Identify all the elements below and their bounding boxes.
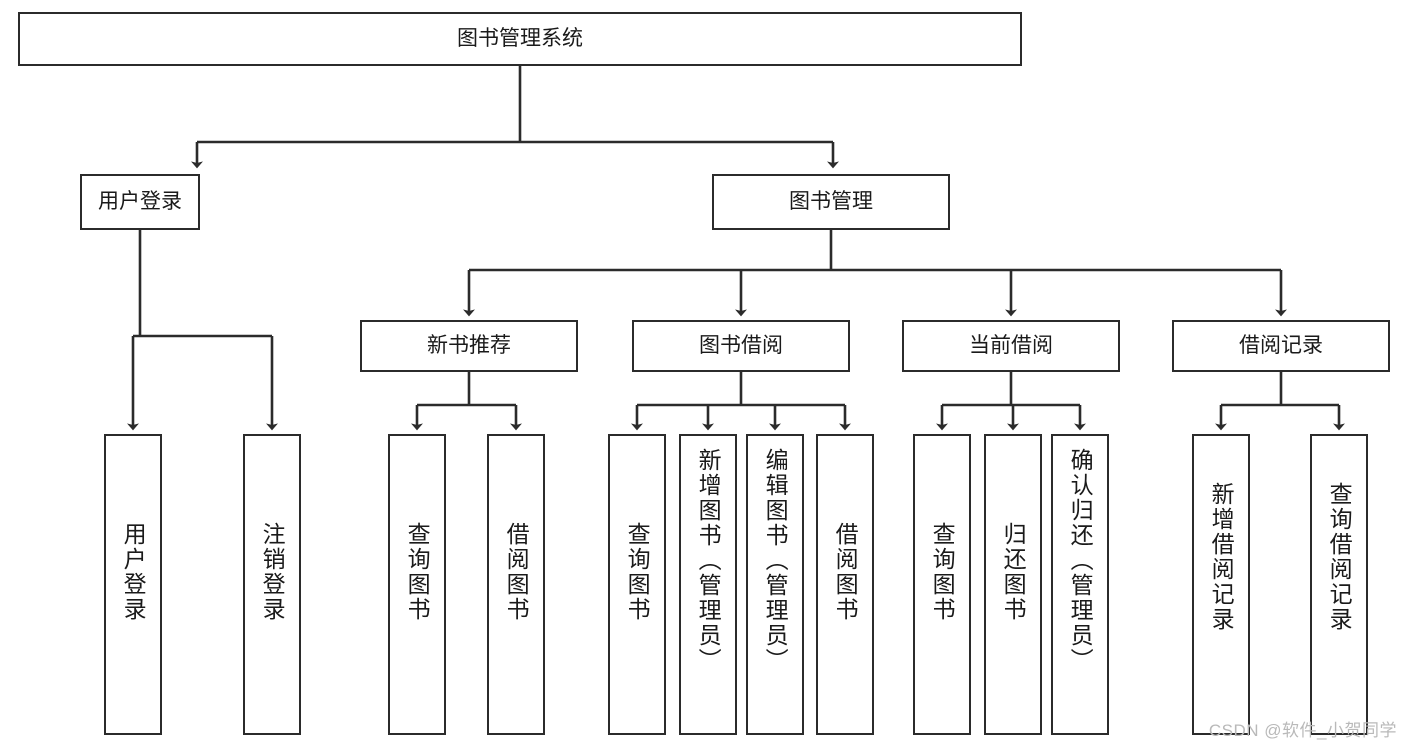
node-leaf-query-book-1-label: 查询图书 <box>404 522 431 622</box>
node-leaf-query-record[interactable]: 查询借阅记录 <box>1310 434 1368 735</box>
node-book-manage[interactable]: 图书管理 <box>712 174 950 230</box>
node-leaf-borrow-book-2-label: 借阅图书 <box>832 522 859 622</box>
node-leaf-edit-book[interactable]: 编辑图书（管理员） <box>746 434 804 735</box>
node-borrow-record-label: 借阅记录 <box>1239 333 1323 357</box>
node-leaf-confirm-return-label: 确认归还（管理员） <box>1067 448 1094 673</box>
node-root-label: 图书管理系统 <box>457 26 583 50</box>
node-root[interactable]: 图书管理系统 <box>18 12 1022 66</box>
node-new-book-recommend-label: 新书推荐 <box>427 333 511 357</box>
node-leaf-query-book-3-label: 查询图书 <box>929 522 956 622</box>
node-leaf-user-login[interactable]: 用户登录 <box>104 434 162 735</box>
node-leaf-return-book-label: 归还图书 <box>1000 522 1027 622</box>
node-current-borrow-label: 当前借阅 <box>969 333 1053 357</box>
node-book-borrow-label: 图书借阅 <box>699 333 783 357</box>
node-leaf-confirm-return[interactable]: 确认归还（管理员） <box>1051 434 1109 735</box>
node-current-borrow[interactable]: 当前借阅 <box>902 320 1120 372</box>
node-leaf-query-record-label: 查询借阅记录 <box>1326 482 1353 632</box>
node-leaf-query-book-2-label: 查询图书 <box>624 522 651 622</box>
node-leaf-add-record[interactable]: 新增借阅记录 <box>1192 434 1250 735</box>
node-leaf-add-book[interactable]: 新增图书（管理员） <box>679 434 737 735</box>
node-leaf-user-login-label: 用户登录 <box>120 522 147 622</box>
node-leaf-edit-book-label: 编辑图书（管理员） <box>762 448 789 673</box>
node-borrow-record[interactable]: 借阅记录 <box>1172 320 1390 372</box>
node-new-book-recommend[interactable]: 新书推荐 <box>360 320 578 372</box>
node-leaf-query-book-2[interactable]: 查询图书 <box>608 434 666 735</box>
node-user-login[interactable]: 用户登录 <box>80 174 200 230</box>
node-leaf-return-book[interactable]: 归还图书 <box>984 434 1042 735</box>
node-book-manage-label: 图书管理 <box>789 189 873 213</box>
node-leaf-query-book-1[interactable]: 查询图书 <box>388 434 446 735</box>
node-book-borrow[interactable]: 图书借阅 <box>632 320 850 372</box>
watermark-text: CSDN @软件_小贺同学 <box>1208 721 1397 740</box>
node-leaf-borrow-book-2[interactable]: 借阅图书 <box>816 434 874 735</box>
node-user-login-label: 用户登录 <box>98 189 182 213</box>
node-leaf-add-record-label: 新增借阅记录 <box>1208 482 1235 632</box>
node-leaf-query-book-3[interactable]: 查询图书 <box>913 434 971 735</box>
node-leaf-add-book-label: 新增图书（管理员） <box>695 448 722 673</box>
node-leaf-borrow-book-1[interactable]: 借阅图书 <box>487 434 545 735</box>
node-leaf-logout-label: 注销登录 <box>259 522 286 622</box>
node-leaf-borrow-book-1-label: 借阅图书 <box>503 522 530 622</box>
node-leaf-logout[interactable]: 注销登录 <box>243 434 301 735</box>
